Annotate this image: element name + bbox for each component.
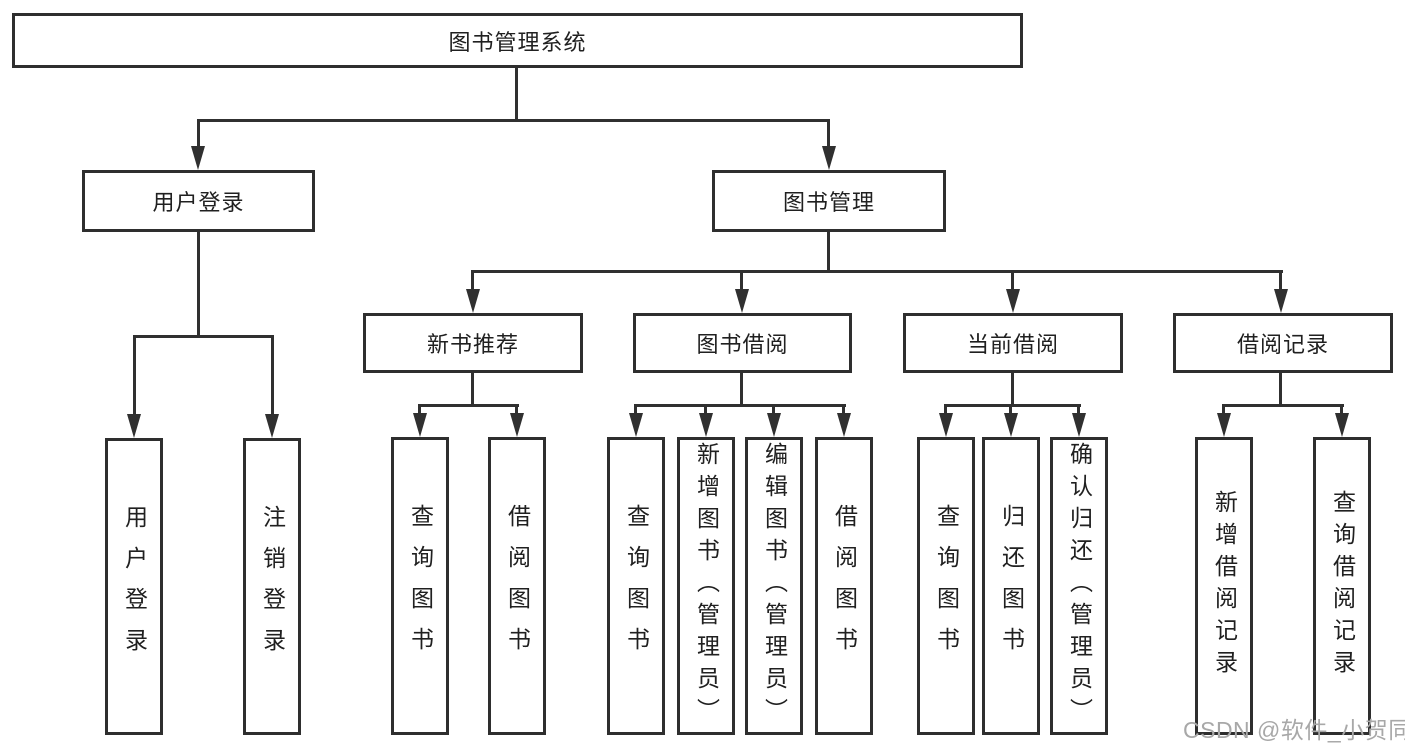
leaf-user-login: 用户登录 (105, 438, 163, 735)
arrow-down-icon (510, 413, 524, 437)
arrow-down-icon (1274, 289, 1288, 313)
leaf-borrow-edit-books-admin: 编辑图书（管理员） (745, 437, 803, 735)
arrow-down-icon (629, 413, 643, 437)
connector-line (418, 404, 421, 415)
arrow-down-icon (1072, 413, 1086, 437)
leaf-borrow-add-books-admin: 新增图书（管理员） (677, 437, 735, 735)
node-book-borrow: 图书借阅 (633, 313, 852, 373)
arrow-down-icon (127, 414, 141, 438)
connector-line (634, 404, 637, 415)
connector-line (133, 335, 136, 416)
watermark: CSDN @软件_小贺同学 (1183, 717, 1405, 743)
connector-line (772, 404, 775, 415)
connector-line (1222, 404, 1225, 415)
connector-line (471, 373, 474, 407)
leaf-current-query-books: 查询图书 (917, 437, 975, 735)
arrow-down-icon (1004, 413, 1018, 437)
connector-line (704, 404, 707, 415)
arrow-down-icon (1006, 289, 1020, 313)
arrow-down-icon (1217, 413, 1231, 437)
connector-line (515, 68, 518, 121)
leaf-recommend-borrow-books: 借阅图书 (488, 437, 546, 735)
connector-line (1279, 270, 1282, 291)
connector-line (471, 270, 474, 291)
leaf-borrow-borrow-books: 借阅图书 (815, 437, 873, 735)
node-book-management: 图书管理 (712, 170, 946, 232)
connector-line (1011, 270, 1014, 291)
connector-line (133, 335, 274, 338)
node-current-borrow: 当前借阅 (903, 313, 1123, 373)
connector-line (197, 119, 200, 148)
connector-line (1279, 373, 1282, 407)
connector-line (634, 404, 846, 407)
leaf-current-return-books: 归还图书 (982, 437, 1040, 735)
connector-line (1222, 404, 1344, 407)
node-user-login: 用户登录 (82, 170, 315, 232)
arrow-down-icon (191, 146, 205, 170)
connector-line (1009, 404, 1012, 415)
connector-line (271, 335, 274, 416)
connector-line (740, 373, 743, 407)
arrow-down-icon (837, 413, 851, 437)
leaf-recommend-query-books: 查询图书 (391, 437, 449, 735)
arrow-down-icon (699, 413, 713, 437)
connector-line (197, 232, 200, 338)
node-library-system: 图书管理系统 (12, 13, 1023, 68)
arrow-down-icon (1335, 413, 1349, 437)
leaf-borrow-query-books: 查询图书 (607, 437, 665, 735)
connector-line (944, 404, 1081, 407)
connector-line (515, 404, 518, 415)
connector-line (740, 270, 743, 291)
connector-line (944, 404, 947, 415)
node-borrow-records: 借阅记录 (1173, 313, 1393, 373)
node-new-book-recommend: 新书推荐 (363, 313, 583, 373)
connector-line (1340, 404, 1343, 415)
arrow-down-icon (413, 413, 427, 437)
connector-line (471, 270, 1283, 273)
arrow-down-icon (265, 414, 279, 438)
arrow-down-icon (822, 146, 836, 170)
connector-line (842, 404, 845, 415)
leaf-current-confirm-return-admin: 确认归还（管理员） (1050, 437, 1108, 735)
arrow-down-icon (466, 289, 480, 313)
leaf-logout-login: 注销登录 (243, 438, 301, 735)
arrow-down-icon (939, 413, 953, 437)
connector-line (197, 119, 830, 122)
connector-line (1077, 404, 1080, 415)
connector-line (418, 404, 519, 407)
connector-line (827, 119, 830, 148)
connector-line (1011, 373, 1014, 407)
connector-line (827, 232, 830, 273)
leaf-records-query-record: 查询借阅记录 (1313, 437, 1371, 735)
leaf-records-add-record: 新增借阅记录 (1195, 437, 1253, 735)
arrow-down-icon (735, 289, 749, 313)
arrow-down-icon (767, 413, 781, 437)
